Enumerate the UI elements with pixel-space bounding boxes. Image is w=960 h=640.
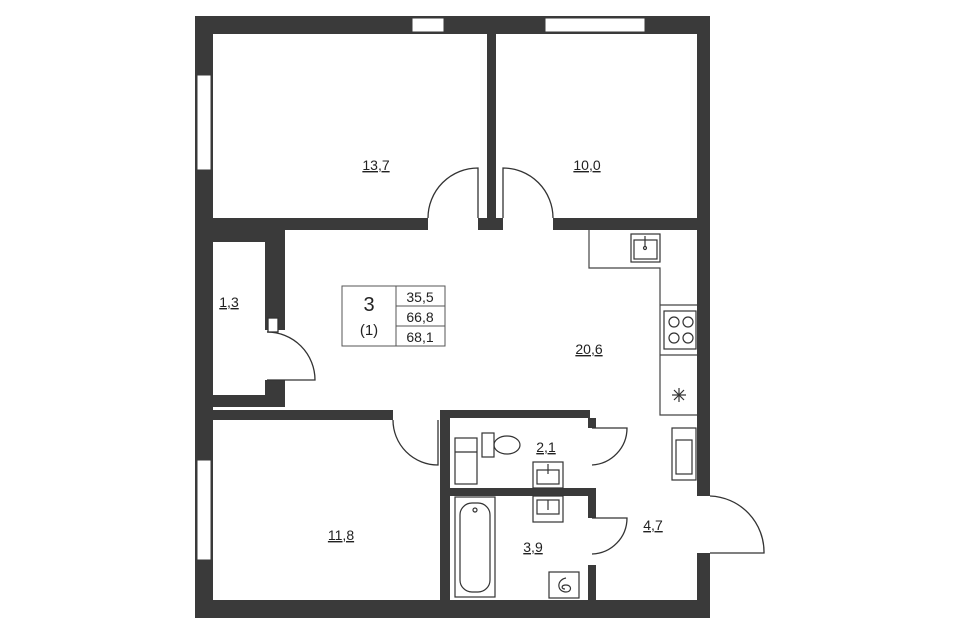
- doors: [266, 167, 765, 555]
- washbasin-icon: [532, 495, 564, 523]
- wall-bottom-thin: [270, 610, 710, 618]
- boiler-icon: [548, 571, 580, 599]
- door-bedroom3: [392, 419, 439, 466]
- door-entrance: [709, 495, 765, 554]
- labels: 13,7 10,0 1,3 20,6 2,1 11,8 3,9 4,7 3 (1…: [219, 157, 663, 555]
- room-area-label: 20,6: [575, 341, 602, 357]
- wall-storage-bottom: [195, 395, 285, 407]
- wall-bath-right-top: [588, 488, 596, 518]
- bathtub-icon: [454, 496, 496, 598]
- window-left-1: [196, 74, 212, 171]
- room-area-label: 3,9: [523, 539, 543, 555]
- window-top-2: [544, 17, 646, 33]
- wall-bedroom1-bottom: [213, 218, 428, 230]
- door-bath: [591, 517, 628, 555]
- door-storage: [266, 331, 316, 381]
- stove-icon: [663, 310, 697, 350]
- window-top-1: [411, 17, 445, 33]
- room-area-label: 10,0: [573, 157, 600, 173]
- washing-machine-icon: [454, 437, 478, 485]
- wall-bath-left: [440, 410, 450, 610]
- washbasin-icon: [532, 461, 564, 489]
- rooms-count: 3: [363, 294, 374, 316]
- total-area-with-balcony: 68,1: [406, 329, 433, 345]
- wall-bath-right-bottom: [588, 565, 596, 610]
- door-storage-jamb: [267, 317, 279, 333]
- wall-storage-top: [195, 230, 285, 242]
- window-left-2: [196, 459, 212, 561]
- wall-right-upper: [697, 16, 710, 496]
- door-bedroom2: [502, 167, 554, 219]
- interior-walls: [195, 34, 697, 610]
- wall-storage-right: [265, 230, 285, 330]
- room-area-label: 11,8: [328, 527, 354, 543]
- kitchen-counter: [588, 230, 697, 416]
- room-area-label: 13,7: [362, 157, 389, 173]
- room-area-label: 4,7: [643, 517, 663, 533]
- wall-between-bedrooms: [487, 34, 496, 230]
- living-area: 35,5: [406, 289, 433, 305]
- wall-wc-bath: [450, 488, 595, 496]
- total-area: 66,8: [406, 309, 433, 325]
- door-bedroom1: [427, 167, 479, 219]
- sink-icon: [630, 233, 661, 263]
- wardrobe-icon: [671, 427, 697, 481]
- toilet-icon: [481, 432, 521, 458]
- wall-bedroom2-bottom: [553, 218, 697, 230]
- wall-wc-right-stub: [588, 418, 596, 428]
- fridge-icon: [672, 388, 686, 402]
- rooms-count-sub: (1): [360, 322, 378, 339]
- wall-right-lower: [697, 553, 710, 618]
- summary-table: [341, 285, 446, 347]
- room-area-label: 2,1: [536, 439, 556, 455]
- room-area-label: 1,3: [219, 294, 239, 310]
- door-wc: [591, 427, 628, 466]
- windows: [196, 17, 646, 561]
- wall-wc-top: [440, 410, 590, 418]
- wall-door-jamb: [478, 218, 503, 230]
- wall-bedroom3-top: [213, 410, 393, 420]
